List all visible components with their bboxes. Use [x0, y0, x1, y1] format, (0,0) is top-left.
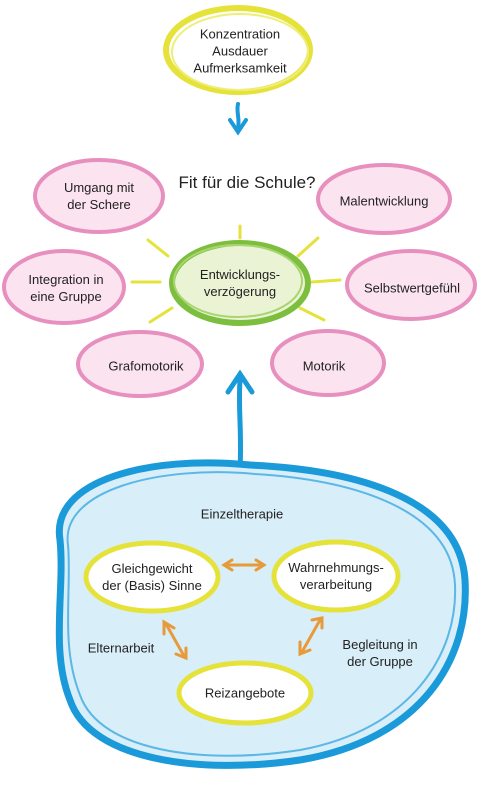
- center-rays: [130, 224, 342, 324]
- node-integration-line-1: Integration in: [28, 272, 104, 287]
- node-selbstwert: Selbstwertgefühl: [364, 280, 460, 297]
- therapy-nodes: [83, 539, 401, 726]
- down-arrow-icon: [228, 102, 248, 136]
- node-umgang-line-1: Umgang mit: [63, 180, 135, 195]
- top-node-line-3: Aufmerksamkeit: [193, 60, 287, 76]
- node-grafomotorik: Grafomotorik: [108, 358, 183, 375]
- node-umgang-shape: [33, 158, 165, 234]
- node-selbstwert-shape: [345, 249, 477, 321]
- top-node: Konzentration Ausdauer Aufmerksamkeit: [193, 26, 286, 77]
- node-reizangebote-line-1: Reizangebote: [204, 685, 286, 701]
- arrow-wahr-reiz: [300, 618, 322, 654]
- node-gleichgewicht: Gleichgewicht der (Basis) Sinne: [102, 560, 202, 594]
- arrow-gleich-reiz: [164, 622, 186, 658]
- node-wahrnehmung: Wahrnehmungs- verarbeitung: [288, 559, 384, 593]
- node-wahrnehmung-line-2: verarbeitung: [299, 577, 373, 592]
- label-begleitung-line-2: der Gruppe: [347, 654, 413, 669]
- top-node-line-2: Ausdauer: [212, 43, 268, 59]
- center-node-shape: [169, 240, 311, 326]
- node-malentwicklung-line-1: Malentwicklung: [339, 193, 429, 209]
- node-motorik-shape: [270, 329, 386, 397]
- up-arrow-icon: [225, 369, 255, 473]
- question-title: Fit für die Schule?: [178, 173, 316, 192]
- node-gleichgewicht-line-2: der (Basis) Sinne: [102, 578, 202, 593]
- therapy-area: [55, 459, 469, 769]
- node-motorik-line-1: Motorik: [302, 358, 346, 374]
- label-einzeltherapie: Einzeltherapie: [200, 506, 284, 522]
- node-grafomotorik-line-1: Grafomotorik: [108, 358, 184, 374]
- label-begleitung-line-1: Begleitung in: [342, 637, 418, 652]
- node-umgang: Umgang mit der Schere: [64, 179, 134, 213]
- node-umgang-line-2: der Schere: [67, 197, 131, 212]
- node-selbstwert-line-1: Selbstwertgefühl: [363, 280, 461, 296]
- node-gleichgewicht-shape: [83, 540, 221, 614]
- label-elternarbeit: Elternarbeit: [87, 640, 155, 656]
- node-motorik: Motorik: [303, 358, 346, 375]
- label-begleitung: Begleitung in der Gruppe: [342, 636, 417, 670]
- node-integration-shape: [2, 249, 126, 325]
- center-node: Entwicklungs- verzögerung: [200, 266, 280, 300]
- pink-nodes: [2, 158, 477, 398]
- node-wahrnehmung-line-1: Wahrnehmungs-: [288, 560, 384, 575]
- node-gleichgewicht-line-1: Gleichgewicht: [111, 561, 193, 576]
- node-malentwicklung-shape: [316, 163, 452, 235]
- node-malentwicklung: Malentwicklung: [340, 193, 429, 210]
- top-node-line-1: Konzentration: [199, 26, 281, 42]
- node-reizangebote: Reizangebote: [205, 685, 285, 702]
- center-node-line-1: Entwicklungs-: [199, 267, 281, 282]
- node-reizangebote-shape: [176, 660, 314, 726]
- node-wahrnehmung-shape: [271, 539, 401, 613]
- top-node-shape: [163, 5, 313, 95]
- node-integration: Integration in eine Gruppe: [28, 271, 103, 305]
- node-grafomotorik-shape: [76, 330, 204, 398]
- orange-arrows: [162, 558, 324, 661]
- center-node-line-2: verzögerung: [203, 284, 277, 299]
- node-integration-line-2: eine Gruppe: [30, 289, 102, 304]
